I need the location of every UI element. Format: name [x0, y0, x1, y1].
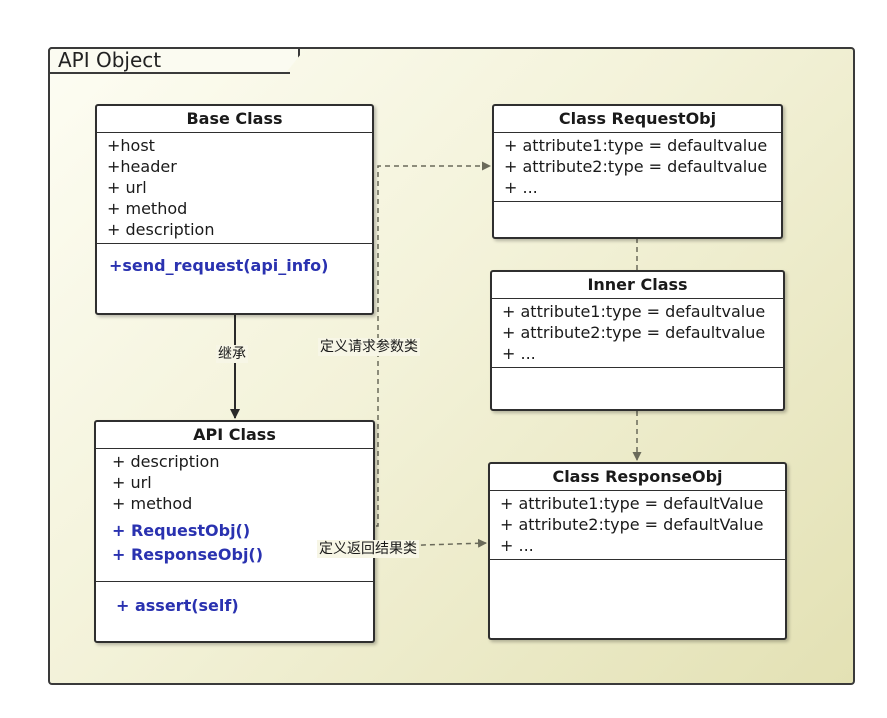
request-obj-method: + RequestObj()	[112, 521, 251, 540]
empty-method-section	[492, 367, 783, 368]
package-tab	[48, 47, 300, 74]
attribute: + attribute1:type = defaultvalue	[502, 302, 766, 321]
request-obj-class-box: Class RequestObj + attribute1:type = def…	[492, 104, 783, 239]
attribute: + description	[112, 452, 220, 471]
package-title: API Object	[58, 48, 162, 72]
attribute: + attribute2:type = defaultvalue	[504, 157, 768, 176]
attribute-list: + description + url + method + RequestOb…	[96, 449, 373, 581]
base-class-box: Base Class +host +header + url + method …	[95, 104, 374, 315]
package-tab-divider	[50, 72, 290, 74]
method: + assert(self)	[116, 596, 239, 615]
attribute: + method	[112, 494, 193, 513]
attribute: + ...	[504, 178, 538, 197]
attribute: +header	[107, 157, 177, 176]
response-obj-class-box: Class ResponseObj + attribute1:type = de…	[488, 462, 787, 640]
attribute-list: + attribute1:type = defaultValue + attri…	[490, 491, 785, 559]
class-name: Inner Class	[492, 272, 783, 299]
inner-class-box: Inner Class + attribute1:type = defaultv…	[490, 270, 785, 411]
attribute: + attribute2:type = defaultValue	[500, 515, 764, 534]
attribute: + attribute2:type = defaultvalue	[502, 323, 766, 342]
attribute: + description	[107, 220, 215, 239]
attribute-list: + attribute1:type = defaultvalue + attri…	[492, 299, 783, 367]
api-class-box: API Class + description + url + method +…	[94, 420, 375, 643]
attribute: + method	[107, 199, 188, 218]
empty-method-section	[494, 201, 781, 202]
class-name: Class ResponseObj	[490, 464, 785, 491]
method-list: +send_request(api_info)	[97, 243, 372, 284]
method: +send_request(api_info)	[109, 256, 329, 275]
response-obj-method: + ResponseObj()	[112, 545, 264, 564]
method-list: + assert(self)	[96, 581, 373, 624]
attribute: + url	[112, 473, 152, 492]
attribute: + url	[107, 178, 147, 197]
class-name: Class RequestObj	[494, 106, 781, 133]
class-name: API Class	[96, 422, 373, 449]
attribute-list: + attribute1:type = defaultvalue + attri…	[494, 133, 781, 201]
empty-method-section	[490, 559, 785, 560]
request-label: 定义请求参数类	[318, 338, 420, 356]
attribute: + ...	[500, 536, 534, 555]
attribute-list: +host +header + url + method + descripti…	[97, 133, 372, 243]
attribute: + ...	[502, 344, 536, 363]
attribute: + attribute1:type = defaultValue	[500, 494, 764, 513]
response-label: 定义返回结果类	[317, 540, 419, 558]
attribute: +host	[107, 136, 155, 155]
attribute: + attribute1:type = defaultvalue	[504, 136, 768, 155]
class-name: Base Class	[97, 106, 372, 133]
inherit-label: 继承	[216, 345, 248, 363]
